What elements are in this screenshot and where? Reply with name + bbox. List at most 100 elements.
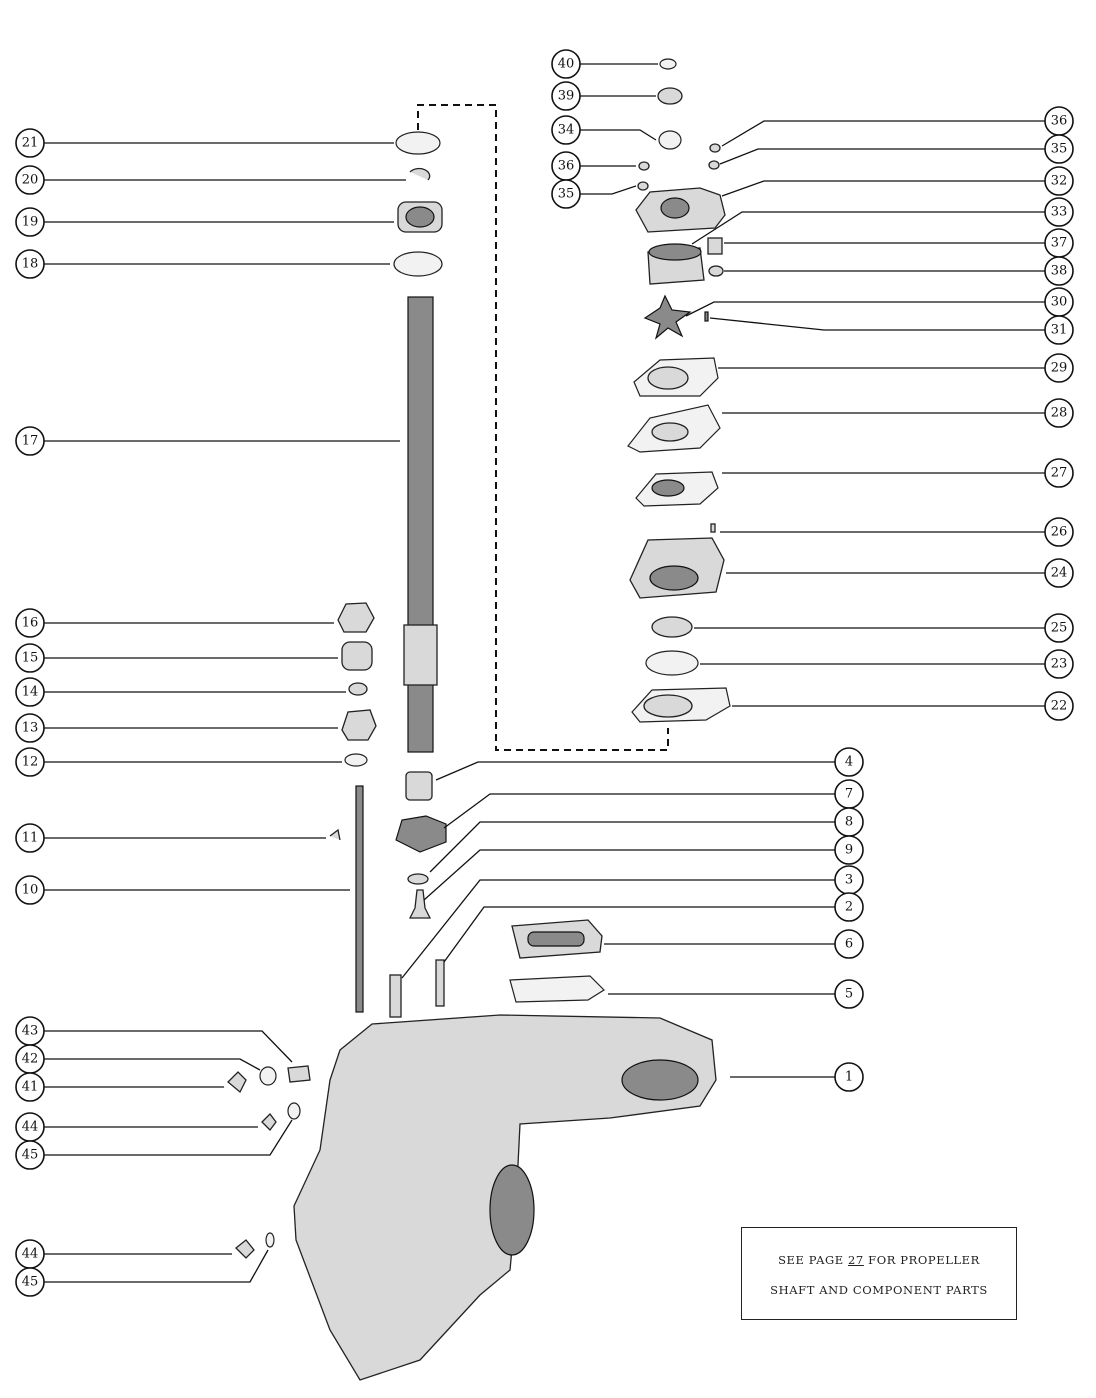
callout-7[interactable]: 7 bbox=[834, 779, 864, 809]
callout-25[interactable]: 25 bbox=[1044, 613, 1074, 643]
callout-circle bbox=[551, 115, 581, 145]
callout-circle bbox=[834, 979, 864, 1009]
callout-37[interactable]: 37 bbox=[1044, 228, 1074, 258]
callout-circle bbox=[15, 165, 45, 195]
part-42-washer bbox=[259, 1066, 277, 1086]
callout-17[interactable]: 17 bbox=[15, 426, 45, 456]
callout-6[interactable]: 6 bbox=[834, 929, 864, 959]
callout-5[interactable]: 5 bbox=[834, 979, 864, 1009]
leader-line-4 bbox=[435, 761, 835, 781]
callout-circle bbox=[834, 1062, 864, 1092]
part-30-impeller bbox=[643, 294, 692, 340]
callout-circle bbox=[834, 835, 864, 865]
part-23-oring bbox=[645, 650, 699, 676]
leader-line-45 bbox=[44, 1249, 269, 1283]
callout-11[interactable]: 11 bbox=[15, 823, 45, 853]
callout-38[interactable]: 38 bbox=[1044, 256, 1074, 286]
callout-16[interactable]: 16 bbox=[15, 608, 45, 638]
callout-number: 15 bbox=[22, 651, 39, 666]
callout-number: 38 bbox=[1051, 264, 1068, 279]
leader-line-36 bbox=[721, 120, 1045, 147]
leader-line-32 bbox=[721, 180, 1045, 197]
callout-45[interactable]: 45 bbox=[15, 1140, 45, 1170]
part-9-bolt bbox=[408, 889, 432, 919]
callout-14[interactable]: 14 bbox=[15, 677, 45, 707]
callout-circle bbox=[15, 643, 45, 673]
callout-circle bbox=[1044, 315, 1074, 345]
part-41-screw bbox=[227, 1071, 247, 1094]
callout-24[interactable]: 24 bbox=[1044, 558, 1074, 588]
note-page-number[interactable]: 27 bbox=[848, 1253, 864, 1267]
callout-circle bbox=[1044, 558, 1074, 588]
callout-number: 3 bbox=[845, 873, 853, 888]
callout-36[interactable]: 36 bbox=[551, 151, 581, 181]
callout-number: 40 bbox=[558, 57, 575, 72]
part-14-washer bbox=[348, 682, 368, 696]
callout-36[interactable]: 36 bbox=[1044, 106, 1074, 136]
callout-31[interactable]: 31 bbox=[1044, 315, 1074, 345]
callout-number: 43 bbox=[22, 1024, 39, 1039]
part-44-screw-lower bbox=[235, 1239, 255, 1259]
callout-15[interactable]: 15 bbox=[15, 643, 45, 673]
callout-number: 26 bbox=[1051, 525, 1068, 540]
callout-number: 31 bbox=[1051, 323, 1068, 338]
part-13-pinion bbox=[341, 709, 377, 741]
callout-23[interactable]: 23 bbox=[1044, 649, 1074, 679]
callout-number: 25 bbox=[1051, 621, 1068, 636]
part-32-hole bbox=[660, 197, 690, 219]
callout-19[interactable]: 19 bbox=[15, 207, 45, 237]
callout-27[interactable]: 27 bbox=[1044, 458, 1074, 488]
callout-13[interactable]: 13 bbox=[15, 713, 45, 743]
callout-9[interactable]: 9 bbox=[834, 835, 864, 865]
callout-3[interactable]: 3 bbox=[834, 865, 864, 895]
callout-8[interactable]: 8 bbox=[834, 807, 864, 837]
callout-number: 12 bbox=[22, 755, 39, 770]
callout-44[interactable]: 44 bbox=[15, 1239, 45, 1269]
callout-circle bbox=[551, 49, 581, 79]
callout-35[interactable]: 35 bbox=[1044, 134, 1074, 164]
callout-34[interactable]: 34 bbox=[551, 115, 581, 145]
callout-41[interactable]: 41 bbox=[15, 1072, 45, 1102]
callout-43[interactable]: 43 bbox=[15, 1016, 45, 1046]
callout-number: 45 bbox=[22, 1275, 39, 1290]
callout-number: 20 bbox=[22, 173, 39, 188]
callout-21[interactable]: 21 bbox=[15, 128, 45, 158]
callout-2[interactable]: 2 bbox=[834, 892, 864, 922]
callout-20[interactable]: 20 bbox=[15, 165, 45, 195]
callout-circle bbox=[15, 249, 45, 279]
callout-42[interactable]: 42 bbox=[15, 1044, 45, 1074]
callout-39[interactable]: 39 bbox=[551, 81, 581, 111]
part-7-gear bbox=[395, 815, 447, 853]
part-18-ring bbox=[393, 251, 443, 277]
callout-number: 7 bbox=[845, 787, 853, 802]
callout-45[interactable]: 45 bbox=[15, 1267, 45, 1297]
callout-40[interactable]: 40 bbox=[551, 49, 581, 79]
callout-29[interactable]: 29 bbox=[1044, 353, 1074, 383]
callout-4[interactable]: 4 bbox=[834, 747, 864, 777]
leader-line-43 bbox=[44, 1030, 293, 1063]
callout-number: 36 bbox=[1051, 114, 1068, 129]
callout-22[interactable]: 22 bbox=[1044, 691, 1074, 721]
callout-1[interactable]: 1 bbox=[834, 1062, 864, 1092]
leader-line-31 bbox=[709, 317, 1045, 331]
callout-30[interactable]: 30 bbox=[1044, 287, 1074, 317]
note-line-2: SHAFT AND COMPONENT PARTS bbox=[770, 1283, 988, 1297]
callout-28[interactable]: 28 bbox=[1044, 398, 1074, 428]
part-31-key bbox=[704, 311, 709, 322]
callout-33[interactable]: 33 bbox=[1044, 197, 1074, 227]
callout-35[interactable]: 35 bbox=[551, 179, 581, 209]
callout-44[interactable]: 44 bbox=[15, 1112, 45, 1142]
part-20-clip bbox=[409, 167, 431, 181]
callout-12[interactable]: 12 bbox=[15, 747, 45, 777]
callout-26[interactable]: 26 bbox=[1044, 517, 1074, 547]
callout-circle bbox=[1044, 197, 1074, 227]
callout-labels: 4039343635212019181716151413121110434241… bbox=[15, 49, 1074, 1297]
alignment-dash-line bbox=[417, 104, 669, 751]
callout-32[interactable]: 32 bbox=[1044, 166, 1074, 196]
callout-18[interactable]: 18 bbox=[15, 249, 45, 279]
callout-number: 21 bbox=[22, 136, 39, 151]
callout-10[interactable]: 10 bbox=[15, 875, 45, 905]
callout-number: 2 bbox=[845, 900, 853, 915]
callout-circle bbox=[15, 1072, 45, 1102]
part-6-slot bbox=[527, 931, 585, 947]
